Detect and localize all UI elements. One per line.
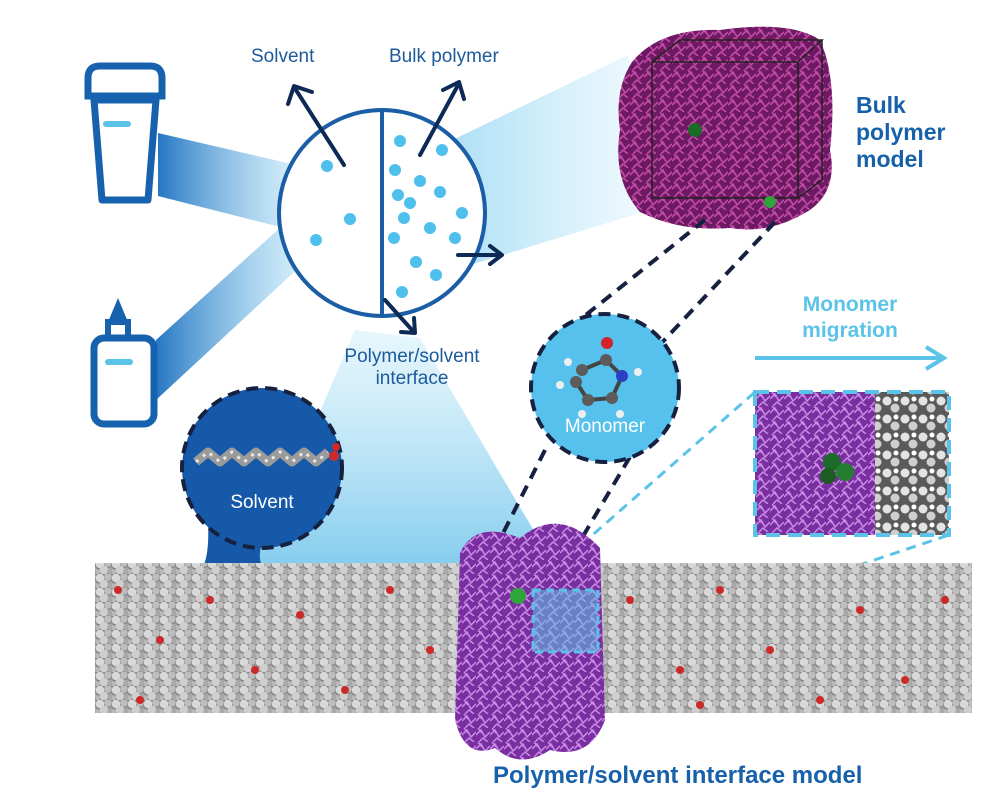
migration-arrow <box>755 345 948 371</box>
bulk-model-line2: polymer <box>856 119 946 145</box>
monomer-bubble <box>529 312 681 464</box>
migration-line1: Monomer <box>802 293 898 316</box>
interface-model-title: Polymer/solvent interface model <box>493 762 863 789</box>
arrow-bulk-head <box>441 80 466 101</box>
inset-connector-bottom <box>599 533 950 654</box>
arrow-bulk <box>418 85 459 157</box>
phase-circle <box>277 108 487 318</box>
solvent-label: Solvent <box>251 46 315 67</box>
interface-label-line1: Polymer/solvent <box>344 346 480 367</box>
arrow-solvent-head <box>286 84 314 106</box>
interface-label: Polymer/solvent interface <box>322 346 502 390</box>
solvent-bubble <box>180 386 344 572</box>
interface-model-slab <box>95 523 972 760</box>
connector-left <box>580 218 707 320</box>
monomer-molecule <box>556 337 642 418</box>
bulk-polymer-label: Bulk polymer <box>389 46 499 67</box>
arrow-interface <box>383 298 414 332</box>
migration-label: Monomer migration <box>760 292 940 344</box>
interface-label-line2: interface <box>375 368 449 389</box>
bulk-model-line1: Bulk <box>856 92 906 118</box>
cup-icon <box>84 62 166 204</box>
bulk-model-label: Bulk polymer model <box>856 92 945 173</box>
bulk-polymer-model <box>618 26 833 230</box>
arrow-interface-head <box>399 316 417 335</box>
bulk-model-line3: model <box>856 146 924 172</box>
connector-right <box>653 220 777 352</box>
monomer-label: Monomer <box>564 416 646 437</box>
arrow-solvent <box>294 88 346 167</box>
migration-line2: migration <box>802 319 898 342</box>
connector-down-left <box>480 449 547 576</box>
migration-inset <box>753 390 951 537</box>
solvent-molecule <box>193 443 340 467</box>
bottle-icon <box>90 298 158 428</box>
arrow-right-head <box>488 244 504 266</box>
bottle-beam <box>156 226 305 400</box>
cup-beam <box>158 133 300 232</box>
solvent-bubble-label: Solvent <box>230 492 294 513</box>
